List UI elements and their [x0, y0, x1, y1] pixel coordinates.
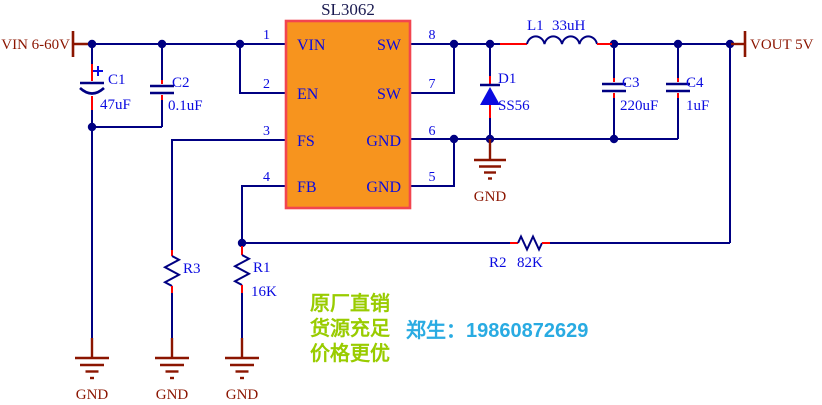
inductor-l1: L1 33uH — [500, 18, 612, 45]
pin-number-1: 1 — [263, 28, 270, 43]
gnd-symbol-diode: GND — [474, 139, 507, 205]
c4-ref: C4 — [686, 75, 704, 91]
r1-ref: R1 — [253, 260, 271, 276]
chip-pin-label-gnd2: GND — [366, 179, 401, 196]
gnd-label-c1: GND — [76, 387, 109, 403]
capacitor-c1: C1 47uF — [79, 64, 131, 113]
pin-number-2: 2 — [263, 77, 270, 92]
r2-ref: R2 — [489, 255, 507, 271]
c1-value: 47uF — [100, 97, 131, 113]
chip-pin-label-fs: FS — [297, 133, 315, 150]
pin-number-5: 5 — [429, 170, 436, 185]
gnd-symbol-r1: GND — [225, 338, 259, 403]
r3-ref: R3 — [183, 261, 201, 277]
diode-d1: D1 SS56 — [480, 71, 530, 118]
vout-terminal: VOUT 5V — [731, 31, 814, 57]
gnd-label-diode: GND — [474, 189, 507, 205]
c1-plus-sign — [93, 66, 103, 76]
c1-ref: C1 — [108, 72, 126, 88]
pin-number-8: 8 — [429, 28, 436, 43]
gnd-symbol-c1: GND — [75, 338, 109, 403]
promo-text: 原厂直销 货源充足 价格更优 郑生：19860872629 — [310, 291, 588, 365]
capacitor-c3: C3 220uF — [602, 75, 658, 114]
promo-line-2: 货源充足 — [310, 316, 391, 340]
pin-number-6: 6 — [429, 124, 436, 139]
c3-value: 220uF — [620, 98, 658, 114]
promo-line-3: 价格更优 — [310, 341, 390, 365]
chip-pin-label-en: EN — [297, 86, 319, 103]
vout-label: VOUT 5V — [750, 37, 814, 53]
capacitor-c4: C4 1uF — [666, 75, 709, 114]
r1-value: 16K — [251, 284, 277, 300]
pin-number-3: 3 — [263, 124, 270, 139]
chip-title: SL3062 — [321, 0, 375, 19]
resistor-r1: R1 16K — [232, 246, 277, 300]
l1-ref: L1 — [527, 18, 544, 34]
pin-number-7: 7 — [429, 77, 436, 92]
chip-body — [284, 19, 412, 210]
d1-value: SS56 — [498, 98, 530, 114]
c2-value: 0.1uF — [168, 98, 203, 114]
gnd-symbol-r3: GND — [155, 338, 189, 403]
resistor-r3: R3 — [162, 250, 201, 293]
chip-pin-label-fb: FB — [297, 179, 317, 196]
c4-value: 1uF — [686, 98, 709, 114]
promo-line-1: 原厂直销 — [310, 291, 390, 315]
c3-ref: C3 — [622, 75, 640, 91]
resistor-r2: R2 82K — [489, 234, 550, 271]
l1-value: 33uH — [552, 18, 586, 34]
chip-pin-label-gnd1: GND — [366, 133, 401, 150]
chip-pin-label-vin: VIN — [297, 37, 326, 54]
vin-label: VIN 6-60V — [1, 37, 70, 53]
chip-pin-label-sw2: SW — [377, 86, 402, 103]
d1-ref: D1 — [498, 71, 516, 87]
c2-ref: C2 — [172, 75, 190, 91]
r2-value: 82K — [517, 255, 543, 271]
d1-triangle — [480, 87, 500, 105]
chip-sl3062: SL3062 VIN EN FS FB SW SW GND GND 1 2 3 … — [263, 0, 436, 210]
chip-pin-label-sw1: SW — [377, 37, 402, 54]
capacitor-c2: C2 0.1uF — [150, 75, 203, 114]
gnd-label-r1: GND — [226, 387, 259, 403]
gnd-label-r3: GND — [156, 387, 189, 403]
promo-contact: 郑生：19860872629 — [406, 319, 588, 342]
vin-terminal: VIN 6-60V — [1, 31, 90, 57]
pin-number-4: 4 — [263, 170, 270, 185]
